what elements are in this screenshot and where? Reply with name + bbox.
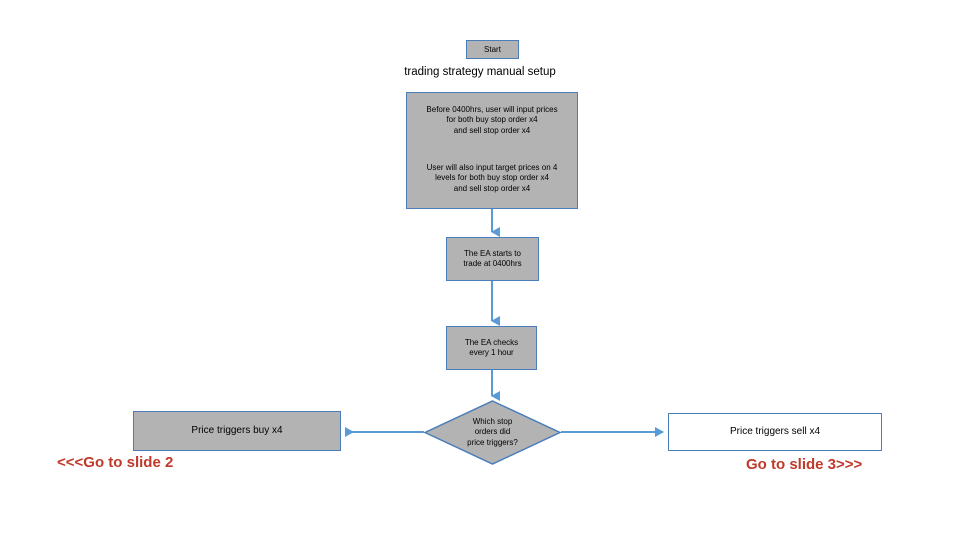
link-go-to-slide-3[interactable]: Go to slide 3>>> [746,456,863,473]
node-decision[interactable]: Which stop orders did price triggers? [423,400,562,465]
node-setup-paragraph-2: User will also input target prices on 4 … [426,162,558,193]
node-manual-setup[interactable]: Before 0400hrs, user will input prices f… [406,92,578,209]
node-ea-start[interactable]: The EA starts to trade at 0400hrs [446,237,539,281]
node-price-triggers-sell[interactable]: Price triggers sell x4 [668,413,882,451]
node-ea-check[interactable]: The EA checks every 1 hour [446,326,537,370]
node-start[interactable]: Start [466,40,519,59]
node-ea-start-label: The EA starts to trade at 0400hrs [463,249,522,268]
node-setup-paragraph-1: Before 0400hrs, user will input prices f… [426,105,558,135]
diagram-title: trading strategy manual setup [380,60,580,85]
node-ea-check-label: The EA checks every 1 hour [464,338,519,357]
node-price-triggers-buy[interactable]: Price triggers buy x4 [133,411,341,451]
decision-diamond-shape [423,400,562,465]
node-buy-label: Price triggers buy x4 [191,424,283,436]
node-decision-label: Which stop orders did price triggers? [467,416,518,447]
diagram-title-label: trading strategy manual setup [404,66,556,79]
link-go-to-slide-2[interactable]: <<<Go to slide 2 [57,454,174,471]
node-sell-label: Price triggers sell x4 [729,425,821,437]
node-start-label: Start [484,44,501,54]
